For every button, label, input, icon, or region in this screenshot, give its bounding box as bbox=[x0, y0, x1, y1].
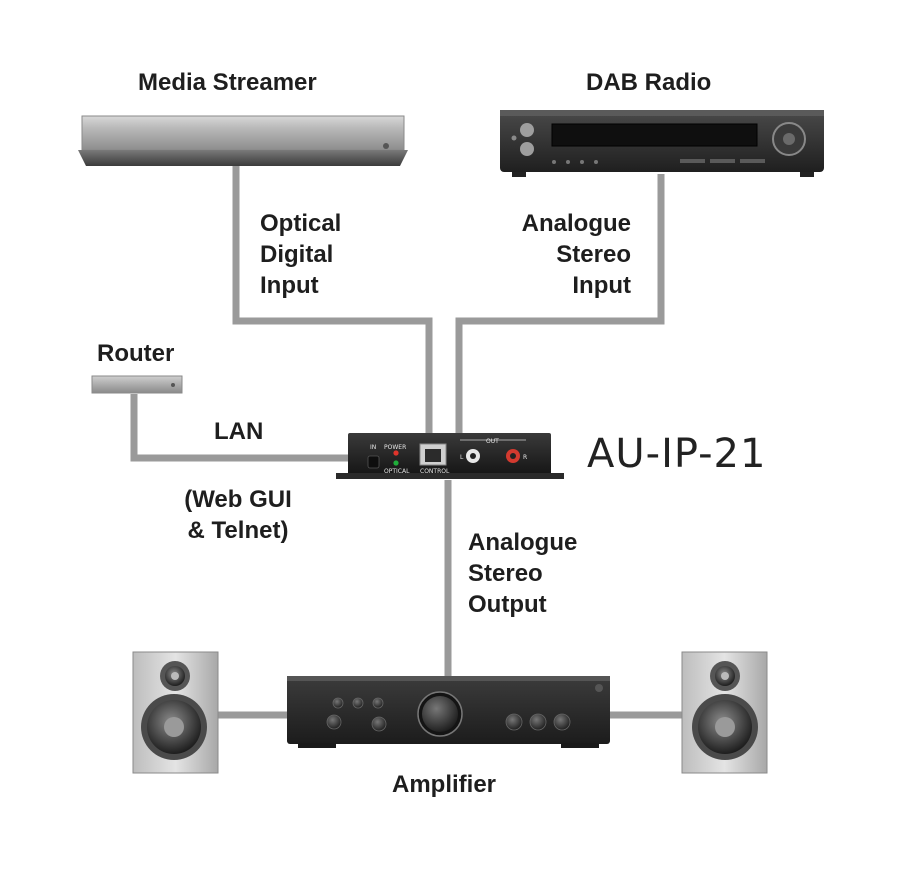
optical-input-line: Optical bbox=[260, 210, 342, 237]
lan-label: LAN bbox=[214, 418, 264, 445]
au-ip-box: IN POWER OPTICAL CONTROL OUT L R bbox=[336, 433, 564, 479]
analogue-input-line: Stereo bbox=[556, 241, 631, 268]
router-device bbox=[91, 375, 183, 394]
analogue-output-line: Analogue bbox=[468, 529, 578, 556]
lan-note-line: & Telnet) bbox=[187, 517, 289, 544]
panel-optical-label: OPTICAL bbox=[384, 468, 410, 475]
model-name: AU-IP-21 bbox=[587, 431, 767, 477]
amplifier-device bbox=[287, 676, 610, 748]
analogue-input-label: Analogue Stereo Input bbox=[500, 208, 631, 301]
optical-input-line: Digital bbox=[260, 241, 334, 268]
analogue-output-line: Output bbox=[468, 591, 547, 618]
panel-left-label: L bbox=[460, 454, 464, 461]
media-streamer-device bbox=[78, 115, 408, 166]
speaker-left bbox=[132, 651, 219, 774]
router-label: Router bbox=[97, 340, 175, 367]
optical-input-label: Optical Digital Input bbox=[260, 208, 341, 301]
speaker-right bbox=[681, 651, 768, 774]
analogue-output-label: Analogue Stereo Output bbox=[468, 527, 577, 620]
optical-input-line: Input bbox=[260, 272, 319, 299]
cable-optical bbox=[232, 164, 433, 434]
media-streamer-label: Media Streamer bbox=[138, 69, 317, 96]
analogue-input-line: Analogue bbox=[521, 210, 631, 237]
lan-note-line: (Web GUI bbox=[184, 486, 292, 513]
panel-out-label: OUT bbox=[486, 438, 499, 445]
panel-control-label: CONTROL bbox=[420, 468, 450, 475]
dab-radio-device bbox=[500, 110, 824, 177]
panel-power-label: POWER bbox=[384, 444, 406, 451]
panel-in-label: IN bbox=[370, 444, 376, 451]
analogue-output-line: Stereo bbox=[468, 560, 543, 587]
dab-radio-label: DAB Radio bbox=[586, 69, 712, 96]
cable-analogue-in bbox=[455, 174, 665, 434]
cable-lan bbox=[130, 394, 348, 462]
panel-right-label: R bbox=[523, 454, 527, 461]
lan-note-label: (Web GUI & Telnet) bbox=[163, 484, 313, 546]
amplifier-label: Amplifier bbox=[392, 771, 497, 798]
cables bbox=[130, 164, 682, 719]
analogue-input-line: Input bbox=[572, 272, 631, 299]
